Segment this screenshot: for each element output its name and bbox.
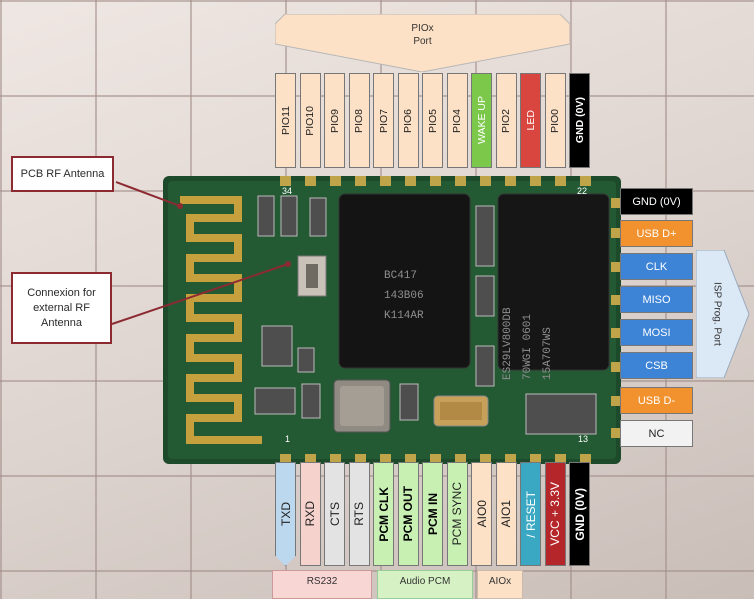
group-aiox: AIOx xyxy=(477,570,523,599)
bottom-pin-label: PCM OUT xyxy=(397,462,419,566)
group-audio-pcm: Audio PCM xyxy=(377,570,473,599)
bottom-pin-label: PCM CLK xyxy=(373,462,394,566)
group-audio-pcm-label: Audio PCM xyxy=(399,576,451,587)
isp-port-arrow xyxy=(696,250,750,378)
side-pin-text: GND (0V) xyxy=(632,195,681,208)
side-pin-text: CSB xyxy=(645,359,668,372)
bc-chip-line: BC417 xyxy=(384,270,418,282)
side-pin-label: NC xyxy=(620,420,693,447)
top-pin-label: GND (0V) xyxy=(569,73,590,168)
pio-port-label: PIOx Port xyxy=(275,22,570,48)
side-pin-text: CLK xyxy=(645,260,668,273)
group-aiox-label: AIOx xyxy=(488,576,512,587)
bottom-pin-label: AIO0 xyxy=(471,462,492,566)
pio-port-subtitle: Port xyxy=(413,36,432,47)
pin-number-34: 34 xyxy=(282,186,293,196)
side-pin-text: USB D+ xyxy=(636,227,677,240)
side-pin-label: CSB xyxy=(620,352,693,379)
top-pin-label: PIO6 xyxy=(397,73,419,168)
isp-port-label-box: ISP Prog. Port xyxy=(697,250,737,378)
top-pin-label: PIO7 xyxy=(373,73,394,168)
bottom-pin-label: PCM SYNC xyxy=(446,462,468,566)
bottom-pin-label: GND (0V) xyxy=(569,462,590,566)
pio-port-header xyxy=(275,14,570,72)
side-pin-text: USB D- xyxy=(637,394,676,407)
side-pin-label: USB D+ xyxy=(620,220,693,247)
bottom-pin-label: / RESET xyxy=(520,462,541,566)
bottom-pin-label: VCC + 3.3V xyxy=(544,462,566,566)
bc-chip-line: K114AR xyxy=(384,310,424,322)
bc-chip-line: 143B06 xyxy=(384,290,424,302)
side-pin-label: MOSI xyxy=(620,319,693,346)
bottom-pin-label: PCM IN xyxy=(422,462,443,566)
side-pin-label: CLK xyxy=(620,253,693,280)
top-pin-label: PIO4 xyxy=(446,73,468,168)
bottom-pin-label: AIO1 xyxy=(495,462,517,566)
side-pin-label: MISO xyxy=(620,286,693,313)
top-pin-label: PIO10 xyxy=(299,73,321,168)
callout-pcb-antenna: PCB RF Antenna xyxy=(11,156,114,192)
callout-external-antenna: Connexion for external RF Antenna xyxy=(11,272,112,344)
side-pin-label: GND (0V) xyxy=(620,188,693,215)
top-pin-label: PIO5 xyxy=(422,73,443,168)
pin-number-13: 13 xyxy=(578,434,589,444)
bottom-pin-label: RXD xyxy=(299,462,321,566)
top-pin-label: PIO2 xyxy=(495,73,517,168)
group-rs232: RS232 xyxy=(272,570,372,599)
bottom-pin-label: RTS xyxy=(348,462,370,566)
top-pin-label: LED xyxy=(520,73,541,168)
side-pin-text: MISO xyxy=(642,293,671,306)
side-pin-text: MOSI xyxy=(642,326,671,339)
callout-pcb-antenna-text: PCB RF Antenna xyxy=(20,167,105,180)
group-rs232-label: RS232 xyxy=(306,576,338,587)
side-pin-text: NC xyxy=(648,427,665,440)
bottom-pin-label: TXD xyxy=(275,462,296,566)
side-pin-label: USB D- xyxy=(620,387,693,414)
bottom-pin-label: CTS xyxy=(324,462,345,566)
top-pin-label: PIO8 xyxy=(348,73,370,168)
top-pin-label: PIO11 xyxy=(275,73,296,168)
callout-external-antenna-text: Connexion for external RF Antenna xyxy=(27,286,96,329)
pin-number-1: 1 xyxy=(285,434,291,444)
isp-port-label: ISP Prog. Port xyxy=(711,282,723,346)
top-pin-label: WAKE UP xyxy=(471,73,492,168)
top-pin-label: PIO0 xyxy=(544,73,566,168)
pin-number-22: 22 xyxy=(577,186,588,196)
top-pin-label: PIO9 xyxy=(324,73,345,168)
pio-port-title: PIOx xyxy=(411,23,434,34)
bc-chip-marking: BC417 143B06 K114AR xyxy=(384,266,424,326)
